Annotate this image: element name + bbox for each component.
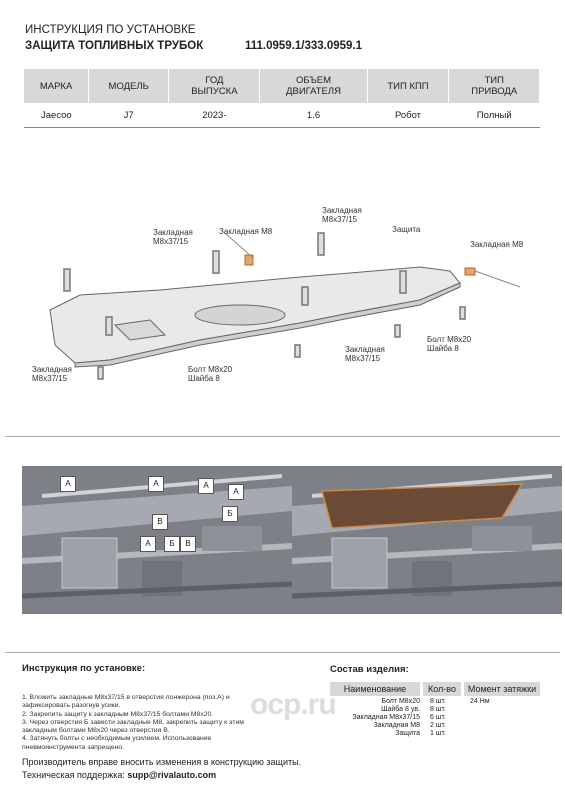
watermark: ocp.ru	[250, 688, 337, 721]
photo-before-install: А А А А Б В А Б В	[22, 466, 292, 614]
marker-a: А	[198, 478, 214, 494]
label-guard: Защита	[392, 225, 421, 234]
marker-b: Б	[164, 536, 180, 552]
instructions-steps: 1. Вложить закладные М8х37/15 в отверсти…	[22, 694, 322, 752]
col-model: МОДЕЛЬ	[88, 69, 170, 103]
item-name: Шайба 8 ув.	[381, 706, 420, 713]
marker-a: А	[228, 484, 244, 500]
footer-support: Техническая поддержка: supp@rivalauto.co…	[22, 770, 216, 780]
marker-b: Б	[222, 506, 238, 522]
product-code: 111.0959.1/333.0959.1	[245, 40, 363, 52]
item-qty: 2 шт.	[430, 722, 446, 729]
cell-model: J7	[88, 103, 169, 128]
instruction-line: зафиксировать разогнув усики.	[22, 702, 121, 710]
item-qty: 1 шт.	[430, 730, 446, 737]
composition-table: Состав изделия: Наименование Кол-во Моме…	[330, 664, 540, 737]
spec-value-row: Jaecoo J7 2023- 1.6 Робот Полный	[24, 103, 540, 128]
cell-make: Jaecoo	[24, 103, 89, 128]
cell-drive: Полный	[448, 103, 540, 128]
marker-v: В	[152, 514, 168, 530]
item-name: Защита	[395, 730, 420, 737]
marker-a: А	[140, 536, 156, 552]
footer-notice: Производитель вправе вносить изменения в…	[22, 757, 302, 767]
col-name: Наименование	[330, 682, 420, 696]
doc-title-line1: ИНСТРУКЦИЯ ПО УСТАНОВКЕ	[25, 24, 196, 36]
instruction-line: 3. Через отверстия Б завести закладные М…	[22, 718, 244, 726]
marker-v: В	[180, 536, 196, 552]
col-gearbox: ТИП КПП	[367, 69, 450, 103]
item-name: Болт М8х20	[381, 698, 420, 705]
cell-gearbox: Робот	[367, 103, 449, 128]
item-qty: 6 шт.	[430, 714, 446, 721]
item-name: Закладная М8х37/15	[352, 714, 420, 721]
divider	[5, 436, 560, 437]
composition-title: Состав изделия:	[330, 664, 409, 675]
label-insert-m8-right: Закладная М8	[470, 240, 524, 249]
instruction-line: 2. Закрепить защиту к закладным М8х37/15…	[22, 710, 214, 718]
item-torque: 24 Нм	[470, 698, 490, 705]
installation-instructions: Инструкция по установке: 1. Вложить закл…	[22, 663, 322, 752]
item-qty: 8 шт.	[430, 698, 446, 705]
insert-part	[63, 268, 71, 292]
photo-after-install	[292, 466, 562, 614]
instruction-line: пневмоинструмента запрещено.	[22, 743, 125, 751]
instructions-title: Инструкция по установке:	[22, 663, 146, 674]
item-qty: 8 шт.	[430, 706, 446, 713]
cell-year: 2023-	[168, 103, 260, 128]
cell-engine: 1.6	[259, 103, 368, 128]
doc-title-line2: ЗАЩИТА ТОПЛИВНЫХ ТРУБОК 111.0959.1/333.0…	[25, 40, 362, 52]
item-name: Закладная М8	[373, 722, 420, 729]
col-make: МАРКА	[24, 69, 90, 103]
marker-a: А	[60, 476, 76, 492]
instruction-line: 1. Вложить закладные М8х37/15 в отверсти…	[22, 694, 230, 701]
label-insert-m8-left: Закладная М8	[219, 227, 273, 236]
guard-plate-illustration	[49, 232, 521, 380]
product-name: ЗАЩИТА ТОПЛИВНЫХ ТРУБОК	[25, 40, 204, 52]
col-torque: Момент затяжки	[464, 682, 540, 696]
support-label: Техническая поддержка:	[22, 770, 125, 780]
marker-a: А	[148, 476, 164, 492]
support-email[interactable]: supp@rivalauto.com	[127, 770, 217, 780]
instruction-line: закладным болтами М8х20 через отверстия …	[22, 727, 170, 735]
divider	[5, 652, 560, 653]
instruction-line: 4. Затянуть болты с необходимым усилием.…	[22, 735, 212, 743]
col-qty: Кол-во	[423, 682, 461, 696]
